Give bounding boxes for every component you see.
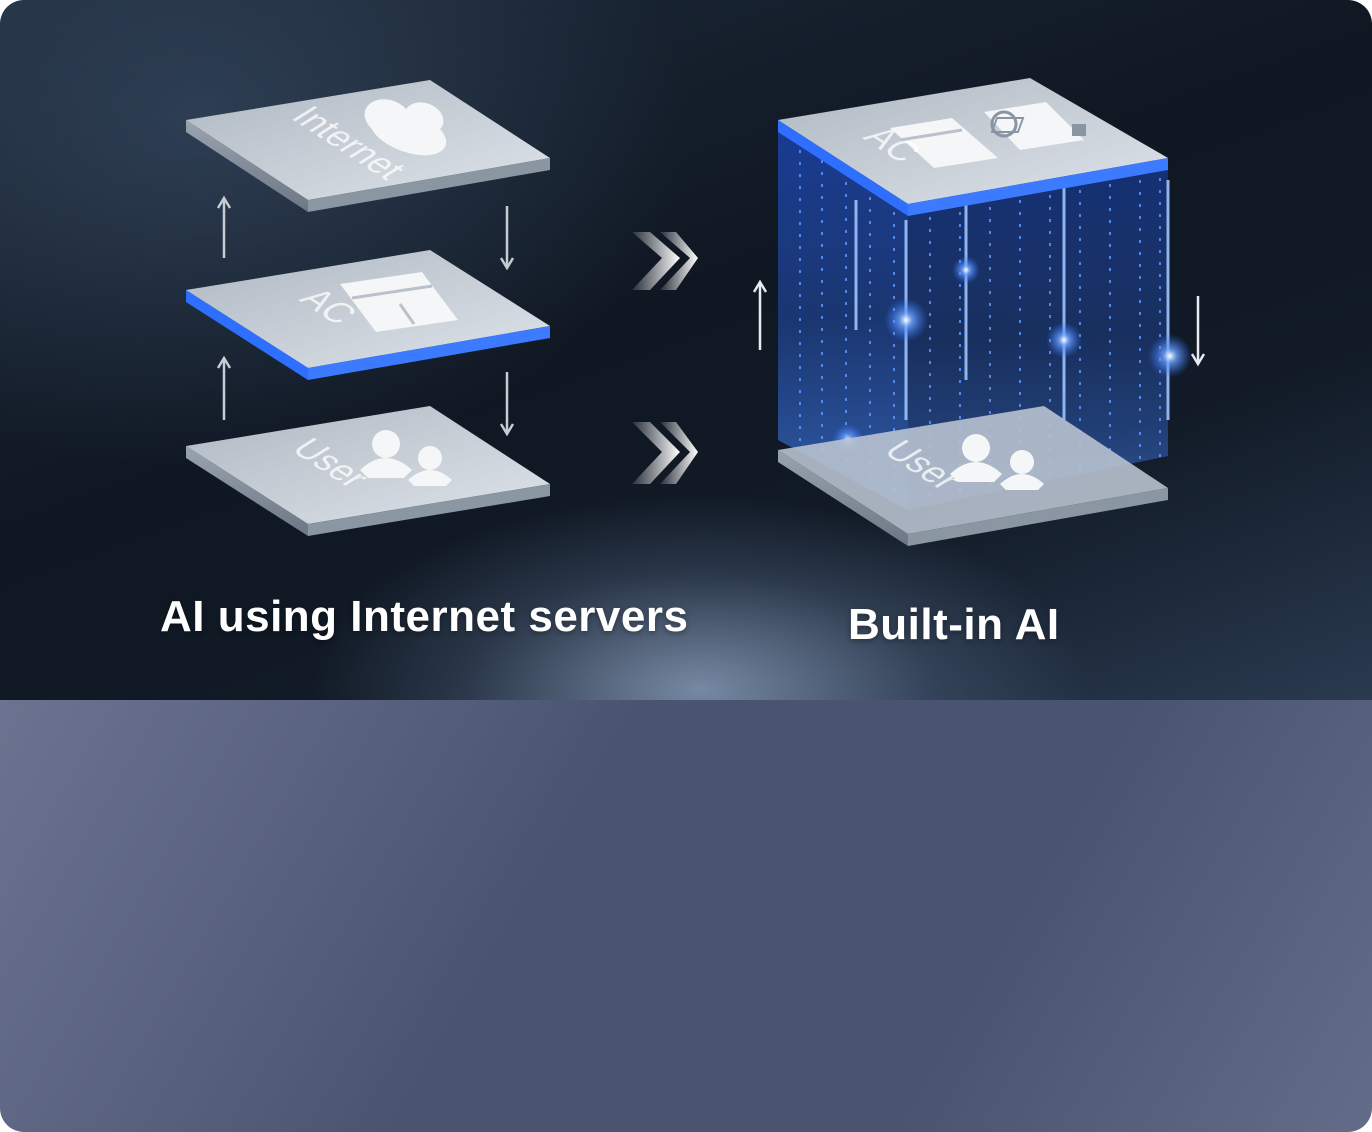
cube-user-layer: User <box>778 406 1168 546</box>
left-caption: AI using Internet servers <box>160 592 689 641</box>
cloud-icon <box>364 99 447 156</box>
air-conditioner-icon <box>340 272 458 332</box>
glow-spark <box>884 298 928 342</box>
comparison-diagram: Internet AC User <box>186 78 1206 546</box>
internet-layer: Internet <box>186 80 550 212</box>
air-conditioner-chip-icon <box>890 102 1086 168</box>
built-in-ai-cube: User AC <box>778 78 1192 546</box>
right-flow-arrows <box>752 279 1206 367</box>
lower-panel <box>0 700 1372 1132</box>
glow-spark <box>1148 334 1192 378</box>
right-caption: Built-in AI <box>848 600 1060 649</box>
user-layer: User <box>186 406 550 536</box>
arrow-up-icon <box>752 279 768 350</box>
glow-spark <box>1046 322 1082 358</box>
arrow-up-icon <box>216 355 232 420</box>
users-icon <box>360 430 452 486</box>
arrow-down-icon <box>499 206 515 271</box>
ac-layer: AC <box>186 250 550 380</box>
arrow-down-icon <box>1190 296 1206 367</box>
chevron-right-icon <box>632 422 698 484</box>
cube-ac-layer: AC <box>778 78 1168 216</box>
chevron-right-icon <box>632 232 698 290</box>
left-flow-arrows <box>216 195 515 437</box>
arrow-down-icon <box>499 372 515 437</box>
glow-spark <box>952 256 980 284</box>
data-stream-lines <box>799 150 1161 500</box>
users-icon <box>950 434 1044 490</box>
arrow-up-icon <box>216 195 232 258</box>
